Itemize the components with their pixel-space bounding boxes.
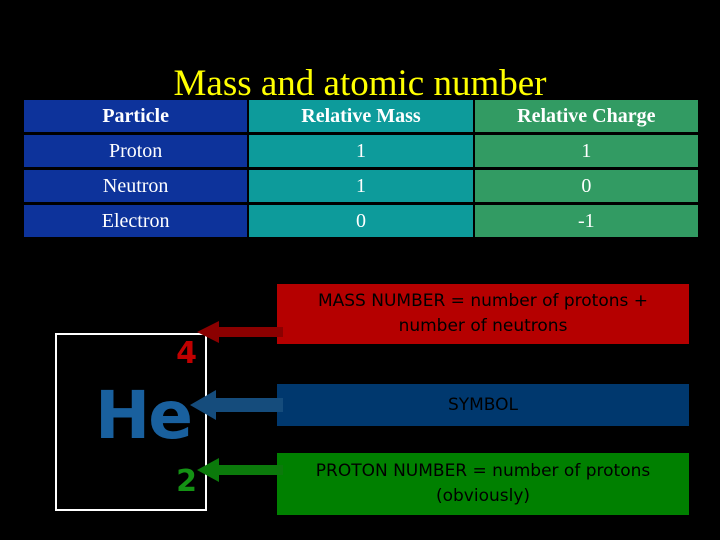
cell-relative-charge: 1 [474, 135, 698, 167]
table-row: Neutron 1 0 [24, 170, 698, 202]
cell-relative-mass: 1 [249, 170, 473, 202]
column-header-relative-mass: Relative Mass [249, 100, 473, 132]
cell-relative-charge: -1 [474, 205, 698, 237]
cell-relative-charge: 0 [474, 170, 698, 202]
element-symbol-value: He [95, 377, 193, 454]
table-row: Electron 0 -1 [24, 205, 698, 237]
cell-particle: Neutron [24, 170, 248, 202]
arrow-left-mass-number-icon [197, 321, 283, 343]
table-header-row: Particle Relative Mass Relative Charge [24, 100, 698, 132]
arrow-left-symbol-icon [190, 390, 283, 420]
callout-proton-number: PROTON NUMBER = number of protons (obvio… [277, 453, 689, 515]
element-notation-box: 4 He 2 [55, 333, 207, 511]
particle-properties-table: Particle Relative Mass Relative Charge P… [22, 97, 700, 240]
cell-relative-mass: 0 [249, 205, 473, 237]
cell-particle: Electron [24, 205, 248, 237]
mass-number-value: 4 [176, 336, 197, 371]
column-header-particle: Particle [24, 100, 248, 132]
page-title: Mass and atomic number [173, 63, 547, 104]
callout-symbol: SYMBOL [277, 384, 689, 426]
column-header-relative-charge: Relative Charge [474, 100, 698, 132]
cell-particle: Proton [24, 135, 248, 167]
proton-number-value: 2 [176, 464, 197, 499]
arrow-left-proton-number-icon [197, 458, 283, 482]
table-row: Proton 1 1 [24, 135, 698, 167]
cell-relative-mass: 1 [249, 135, 473, 167]
callout-mass-number: MASS NUMBER = number of protons + number… [277, 284, 689, 344]
